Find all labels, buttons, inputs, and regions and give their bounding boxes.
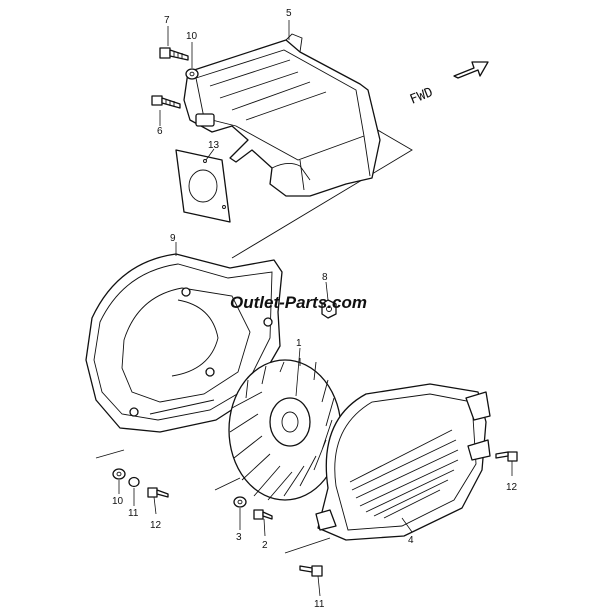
callout-1: 1 (296, 338, 302, 349)
callout-12-lower: 12 (150, 520, 162, 531)
bolt-part-7[interactable] (159, 47, 189, 61)
washer-part-10-lower[interactable] (112, 468, 126, 480)
callout-13: 13 (208, 140, 220, 151)
callout-10-top: 10 (186, 31, 198, 42)
callout-12-right: 12 (506, 482, 518, 493)
screw-part-2[interactable] (253, 509, 273, 520)
washer-part-10-top[interactable] (185, 68, 199, 80)
washer-part-3[interactable] (233, 496, 247, 508)
callout-10-lower: 10 (112, 496, 124, 507)
forward-arrow-icon (453, 61, 489, 79)
callout-6: 6 (157, 126, 163, 137)
bolt-part-6[interactable] (151, 95, 181, 109)
callout-2: 2 (262, 540, 268, 551)
cooling-fan-part-1[interactable] (228, 358, 342, 501)
gasket-part-13[interactable] (175, 149, 231, 223)
callout-3: 3 (236, 532, 242, 543)
callout-4: 4 (408, 535, 414, 546)
fan-housing-part-9[interactable] (85, 253, 283, 433)
callout-5: 5 (286, 8, 292, 19)
callout-11-lower: 11 (128, 508, 139, 519)
screw-part-12-right[interactable] (495, 451, 518, 462)
callout-7: 7 (164, 15, 170, 26)
callout-11-bottom: 11 (314, 599, 325, 610)
screw-part-11-bottom[interactable] (299, 565, 323, 577)
callout-labels: 7 10 5 6 13 9 8 1 12 10 11 12 3 2 4 11 (112, 8, 518, 610)
callout-9: 9 (170, 233, 176, 244)
fwd-label: FWD (408, 85, 436, 108)
watermark-text: Outlet-Parts.com (230, 293, 367, 312)
outer-fan-cover-part-4[interactable] (315, 383, 491, 541)
shroud-cover-part-5[interactable] (183, 33, 381, 197)
washer-part-11-lower[interactable] (128, 476, 140, 488)
callout-8: 8 (322, 272, 328, 283)
leader-lines (118, 20, 513, 597)
screw-part-12-lower[interactable] (147, 487, 169, 498)
forward-direction-indicator: FWD (408, 61, 489, 108)
